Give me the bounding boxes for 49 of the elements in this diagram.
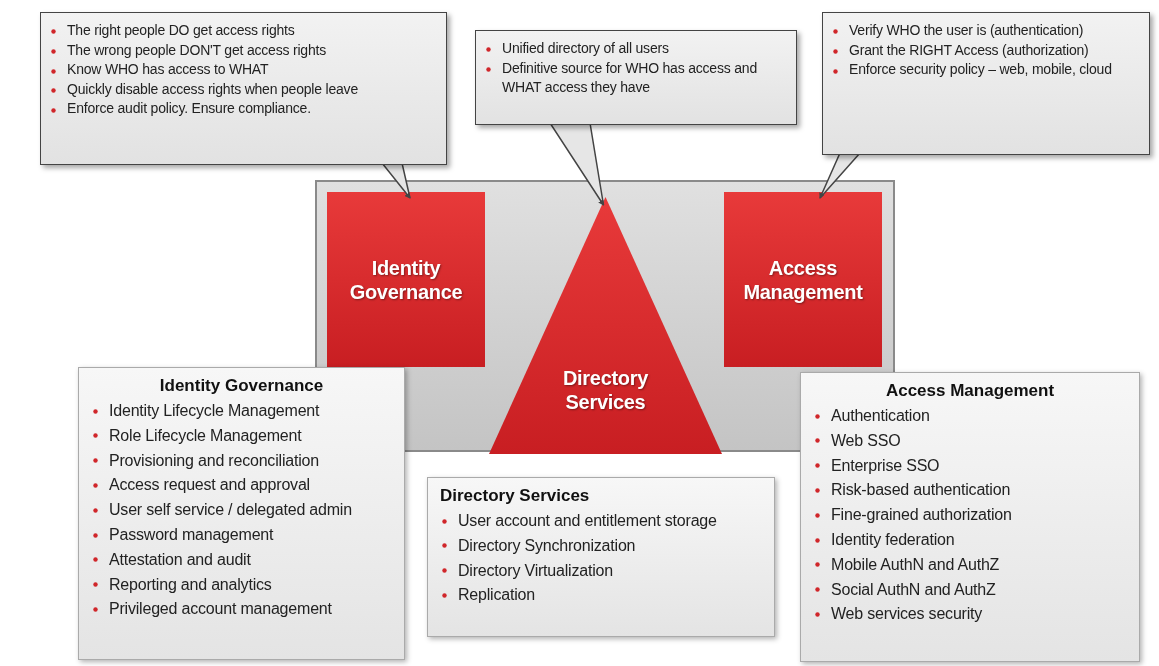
callout-pointer: [548, 122, 605, 206]
triangle-block: [489, 197, 722, 454]
list-item: Web SSO: [831, 431, 901, 449]
bullet-text: Quickly disable access rights when people leave: [67, 80, 358, 97]
list-item: Enterprise SSO: [831, 456, 940, 474]
list-item: Privileged account management: [109, 600, 332, 618]
list-item: Authentication: [831, 407, 930, 424]
list-item: User account and entitlement storage: [458, 512, 717, 529]
list-item: Access request and approval: [109, 476, 310, 494]
feature-list-box: [78, 367, 405, 660]
list-item: Directory Synchronization: [458, 536, 636, 554]
list-item: Identity federation: [831, 531, 955, 548]
list-item: Mobile AuthN and AuthZ: [831, 555, 1000, 573]
list-item: Social AuthN and AuthZ: [831, 580, 996, 598]
list-item: User self service / delegated admin: [109, 501, 352, 519]
bullet-text: The right people DO get access rights: [67, 22, 295, 38]
list-item: Risk-based authentication: [831, 481, 1011, 499]
pillar-block: [327, 192, 485, 367]
callout-bubble: [40, 12, 447, 165]
bullet-text: Definitive source for WHO has access and WHAT access they have: [502, 59, 757, 96]
list-item: Reporting and analytics: [109, 575, 272, 593]
list-item: Attestation and audit: [109, 550, 251, 568]
callout-bubble: [822, 12, 1150, 155]
list-item: Replication: [458, 586, 535, 604]
box-heading: Directory Services: [440, 486, 591, 506]
list-item: Role Lifecycle Management: [109, 426, 302, 444]
feature-list-box: [800, 372, 1140, 662]
callout-bubble: [475, 30, 797, 125]
pillar-title: Directory Services: [561, 366, 650, 414]
list-item: Provisioning and reconciliation: [109, 451, 319, 469]
box-heading: Identity Governance: [158, 376, 325, 396]
bullet-text: Verify WHO the user is (authentication): [849, 22, 1084, 38]
bullet-text: Grant the RIGHT Access (authorization): [849, 41, 1089, 58]
bullet-text: Enforce audit policy. Ensure compliance.: [67, 100, 311, 117]
bullet-text: Know WHO has access to WHAT: [67, 61, 269, 78]
bullet-text: The wrong people DON'T get access rights: [67, 41, 326, 58]
list-item: Identity Lifecycle Management: [109, 402, 320, 419]
bullet-text: Enforce security policy – web, mobile, cloud: [849, 61, 1112, 78]
pillar-title: Identity Governance: [348, 255, 464, 304]
bullet-text: Unified directory of all users: [502, 40, 669, 56]
list-item: Fine-grained authorization: [831, 506, 1012, 524]
feature-list-box: [427, 477, 775, 637]
list-item: Password management: [109, 526, 274, 543]
list-item: Directory Virtualization: [458, 561, 613, 579]
pillar-title: Access Management: [742, 255, 864, 304]
pillar-block: [724, 192, 882, 367]
list-item: Web services security: [831, 605, 983, 623]
box-heading: Access Management: [884, 381, 1056, 401]
callout-pointer: [819, 152, 862, 199]
